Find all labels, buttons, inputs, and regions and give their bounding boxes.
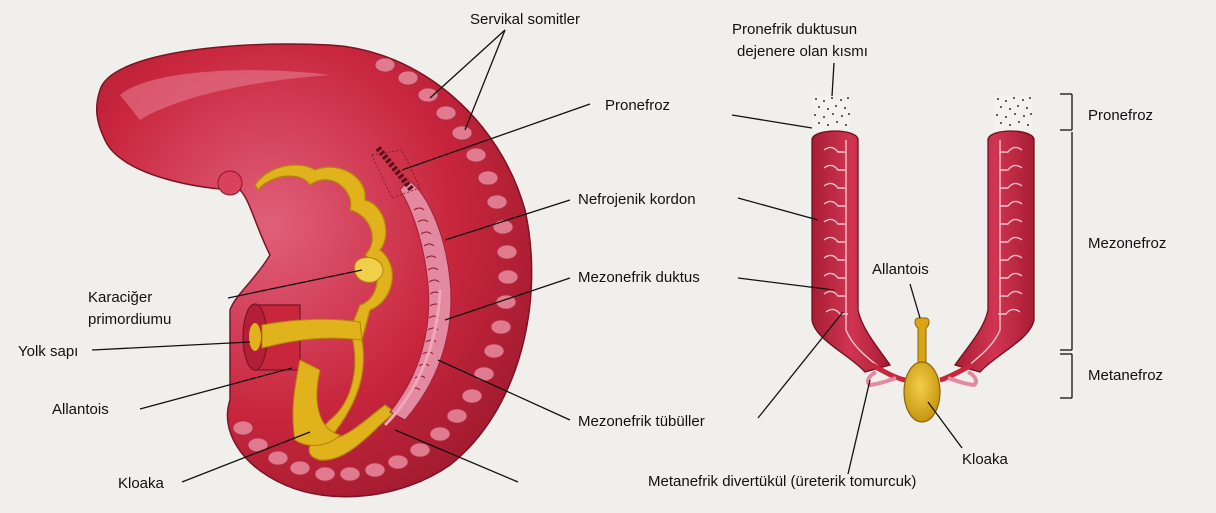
pronephric-dots-left: [812, 95, 850, 131]
stage-brackets: [1060, 94, 1072, 398]
label-metanefrik: Metanefrik divertükül (üreterik tomurcuk…: [648, 473, 916, 490]
label-allantois-left: Allantois: [52, 401, 109, 418]
mesonephros-right: [955, 131, 1034, 372]
label-kloaka-left: Kloaka: [118, 475, 165, 492]
label-bracket-metanefroz: Metanefroz: [1088, 367, 1163, 384]
label-karaciger-line2: primordiumu: [88, 311, 171, 328]
label-pronefroz: Pronefroz: [605, 97, 670, 114]
label-nefrojenik-kordon: Nefrojenik kordon: [578, 191, 696, 208]
pronephric-dots-right: [994, 95, 1032, 131]
liver-primordium: [354, 257, 382, 282]
label-kloaka-right: Kloaka: [962, 451, 1009, 468]
label-pronefrik-line2: dejenere olan kısmı: [737, 43, 868, 60]
label-bracket-mezonefroz: Mezonefroz: [1088, 235, 1166, 252]
kidney-schematic: [812, 95, 1034, 422]
eye-placode: [218, 171, 242, 195]
label-mezonefrik-tubuller: Mezonefrik tübüller: [578, 413, 705, 430]
label-servikal-somitler: Servikal somitler: [470, 11, 580, 28]
label-mezonefrik-duktus: Mezonefrik duktus: [578, 269, 700, 286]
label-karaciger-line1: Karaciğer: [88, 289, 152, 306]
label-pronefrik-line1: Pronefrik duktusun: [732, 21, 857, 38]
label-allantois-right: Allantois: [872, 261, 929, 278]
cloaca-right: [904, 362, 940, 422]
label-yolk-sapi: Yolk sapı: [18, 343, 78, 360]
embryo-illustration: [97, 44, 532, 497]
label-bracket-pronefroz: Pronefroz: [1088, 107, 1153, 124]
allantois-stalk: [915, 318, 929, 368]
